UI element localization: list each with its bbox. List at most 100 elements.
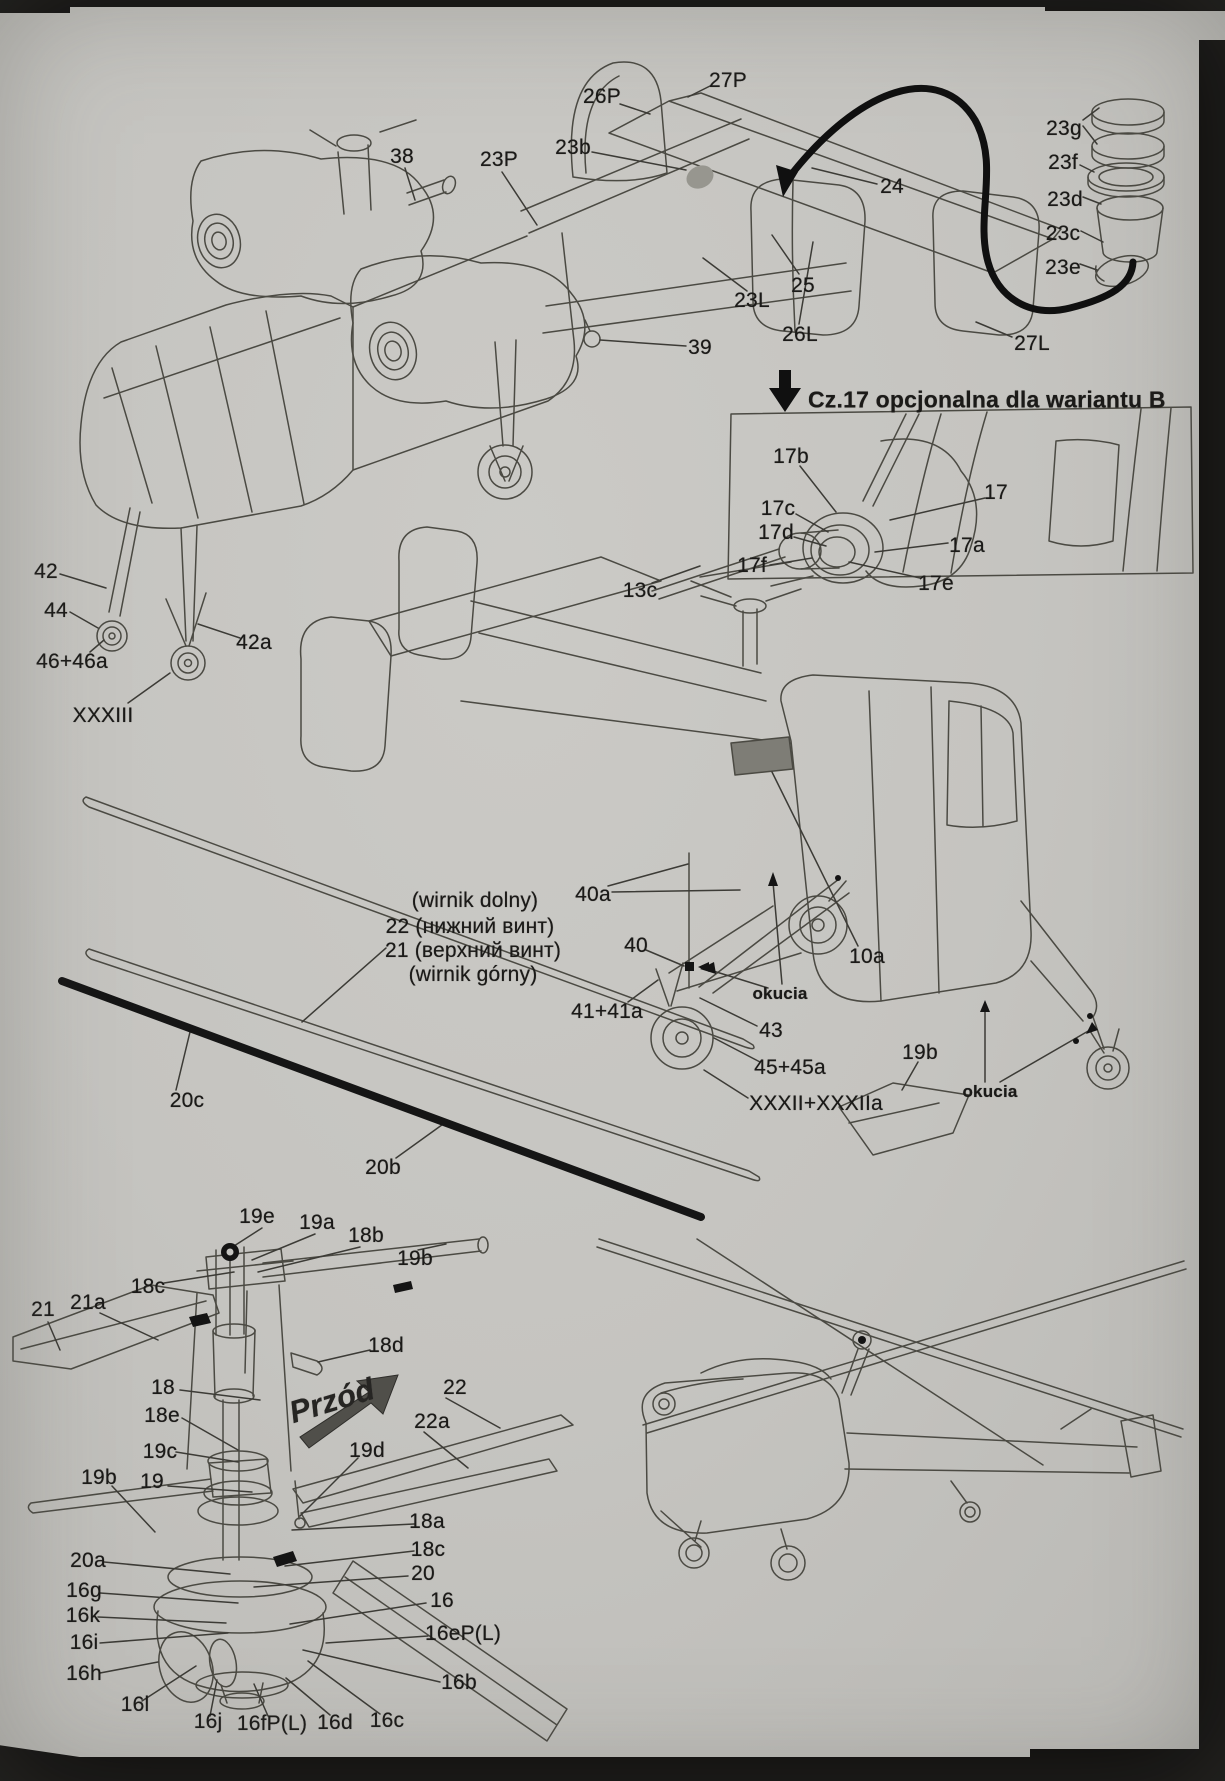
part-label-40a: 40a [575, 883, 611, 906]
part-label-17e: 17e [918, 572, 954, 595]
leader-lines [47, 85, 1104, 1717]
part-label-17b: 17b [773, 445, 809, 468]
rotor-blades-drawing [82, 796, 761, 1182]
part-label-20c: 20c [169, 1089, 205, 1112]
helicopter-middle-drawing [299, 526, 1130, 1090]
part-label-39: 39 [688, 336, 712, 359]
part-label-23P: 23P [480, 148, 518, 171]
part-label-20a: 20a [70, 1549, 106, 1572]
part-label-16d: 16d [317, 1711, 353, 1734]
part-19b-drawing [838, 1082, 970, 1156]
parts-stack-drawing [1087, 98, 1165, 288]
part-label-26P: 26P [583, 85, 621, 108]
part-label-20b: 20b [365, 1156, 401, 1179]
scan-edge-top [0, 0, 1225, 7]
part-label-43: 43 [759, 1019, 783, 1042]
part-label-24: 24 [880, 175, 904, 198]
part-label-26L: 26L [782, 323, 818, 346]
inset-title: Cz.17 opcjonalna dla wariantu B [808, 386, 1166, 413]
curve-arrowhead-icon [776, 165, 798, 197]
part-label-19b-left: 19b [81, 1466, 117, 1489]
part-label-23g: 23g [1046, 117, 1082, 140]
part-label-19a: 19a [299, 1211, 335, 1234]
scan-edge-bottom-right [1030, 1749, 1225, 1781]
part-label-16: 16 [430, 1589, 454, 1612]
part-label-16j: 16j [193, 1710, 223, 1733]
part-label-13c: 13c [622, 579, 658, 602]
part-label-22a: 22a [414, 1410, 450, 1433]
part-label-XXXIII: XXXIII [72, 704, 134, 727]
part-label-40: 40 [624, 934, 648, 957]
scan-edge-top-right [1045, 0, 1225, 11]
part-label-23b: 23b [555, 136, 591, 159]
black-accents [58, 84, 1137, 1567]
part-label-23d: 23d [1047, 188, 1083, 211]
part-label-16c: 16c [369, 1709, 405, 1732]
przod-arrow-icon [299, 1374, 399, 1449]
part-23b-shaded [686, 165, 714, 189]
part-label-17: 17 [984, 481, 1008, 504]
part-label-27P: 27P [709, 69, 747, 92]
part-label-16b: 16b [441, 1671, 477, 1694]
part-label-19b-right: 19b [902, 1041, 938, 1064]
part-label-23e: 23e [1045, 256, 1081, 279]
part-label-25: 25 [791, 274, 815, 297]
label-okucia-left: okucia [752, 984, 808, 1003]
part-label-19e: 19e [239, 1205, 275, 1228]
part-label-16fP-L: 16fP(L) [236, 1712, 308, 1735]
part-label-XXXII-XXXIIa: XXXII+XXXIIa [749, 1092, 883, 1115]
part-label-46-46a: 46+46a [36, 650, 108, 673]
part-label-10a: 10a [849, 945, 885, 968]
part-label-18c-bottom: 18c [410, 1538, 446, 1561]
part-label-18d: 18d [368, 1334, 404, 1357]
leader-curve [783, 84, 1137, 315]
part-label-16i: 16i [69, 1631, 99, 1654]
helicopter-bottom-right-drawing [596, 1238, 1187, 1581]
part-label-23f: 23f [1048, 151, 1078, 174]
part-label-16eP-L: 16eP(L) [424, 1622, 502, 1645]
part-label-23L: 23L [734, 289, 770, 312]
part-label-16h: 16h [66, 1662, 102, 1685]
part-label-42: 42 [34, 560, 58, 583]
blade-20b-thick [58, 977, 705, 1221]
part-label-22: 22 [443, 1376, 467, 1399]
rotor-head-assembly-drawing [12, 1236, 574, 1742]
part-label-20: 20 [411, 1562, 435, 1585]
scan-edge-right [1199, 40, 1225, 1781]
inset-down-arrow-icon [769, 370, 801, 412]
part-label-19: 19 [140, 1470, 164, 1493]
part-label-16g: 16g [66, 1579, 102, 1602]
part-label-16l: 16l [120, 1693, 150, 1716]
part-label-21a: 21a [70, 1291, 106, 1314]
label-wirnik-gorny: (wirnik górny) [408, 963, 538, 986]
part-label-18: 18 [151, 1376, 175, 1399]
label-okucia-right: okucia [962, 1082, 1018, 1101]
inset-box-drawing [651, 406, 1194, 600]
part-label-22-ru: 22 (нижний винт) [385, 915, 555, 938]
part-label-21-ru: 21 (верхний винт) [384, 939, 562, 962]
part-label-17a: 17a [949, 534, 985, 557]
part-label-21: 21 [31, 1298, 55, 1321]
part-label-16k: 16k [65, 1604, 101, 1627]
part-label-18c-top: 18c [130, 1275, 166, 1298]
part-label-27L: 27L [1014, 332, 1050, 355]
scan-edge-bottom [0, 1757, 1225, 1781]
part-label-17d: 17d [758, 521, 794, 544]
part-label-18e: 18e [144, 1404, 180, 1427]
part-label-38: 38 [390, 145, 414, 168]
label-wirnik-dolny: (wirnik dolny) [411, 889, 539, 912]
part-label-17f: 17f [737, 554, 767, 577]
part-label-23c: 23c [1045, 222, 1081, 245]
part-label-44: 44 [44, 599, 68, 622]
part-label-42a: 42a [236, 631, 272, 654]
part-label-18b: 18b [348, 1224, 384, 1247]
part-label-19d: 19d [349, 1439, 385, 1462]
part-label-41-41a: 41+41a [571, 1000, 643, 1023]
part-label-17c: 17c [760, 497, 796, 520]
part-label-19b-top: 19b [397, 1247, 433, 1270]
part-label-19c: 19c [142, 1440, 178, 1463]
scan-edge-top-left [0, 0, 70, 13]
part-label-18a: 18a [409, 1510, 445, 1533]
